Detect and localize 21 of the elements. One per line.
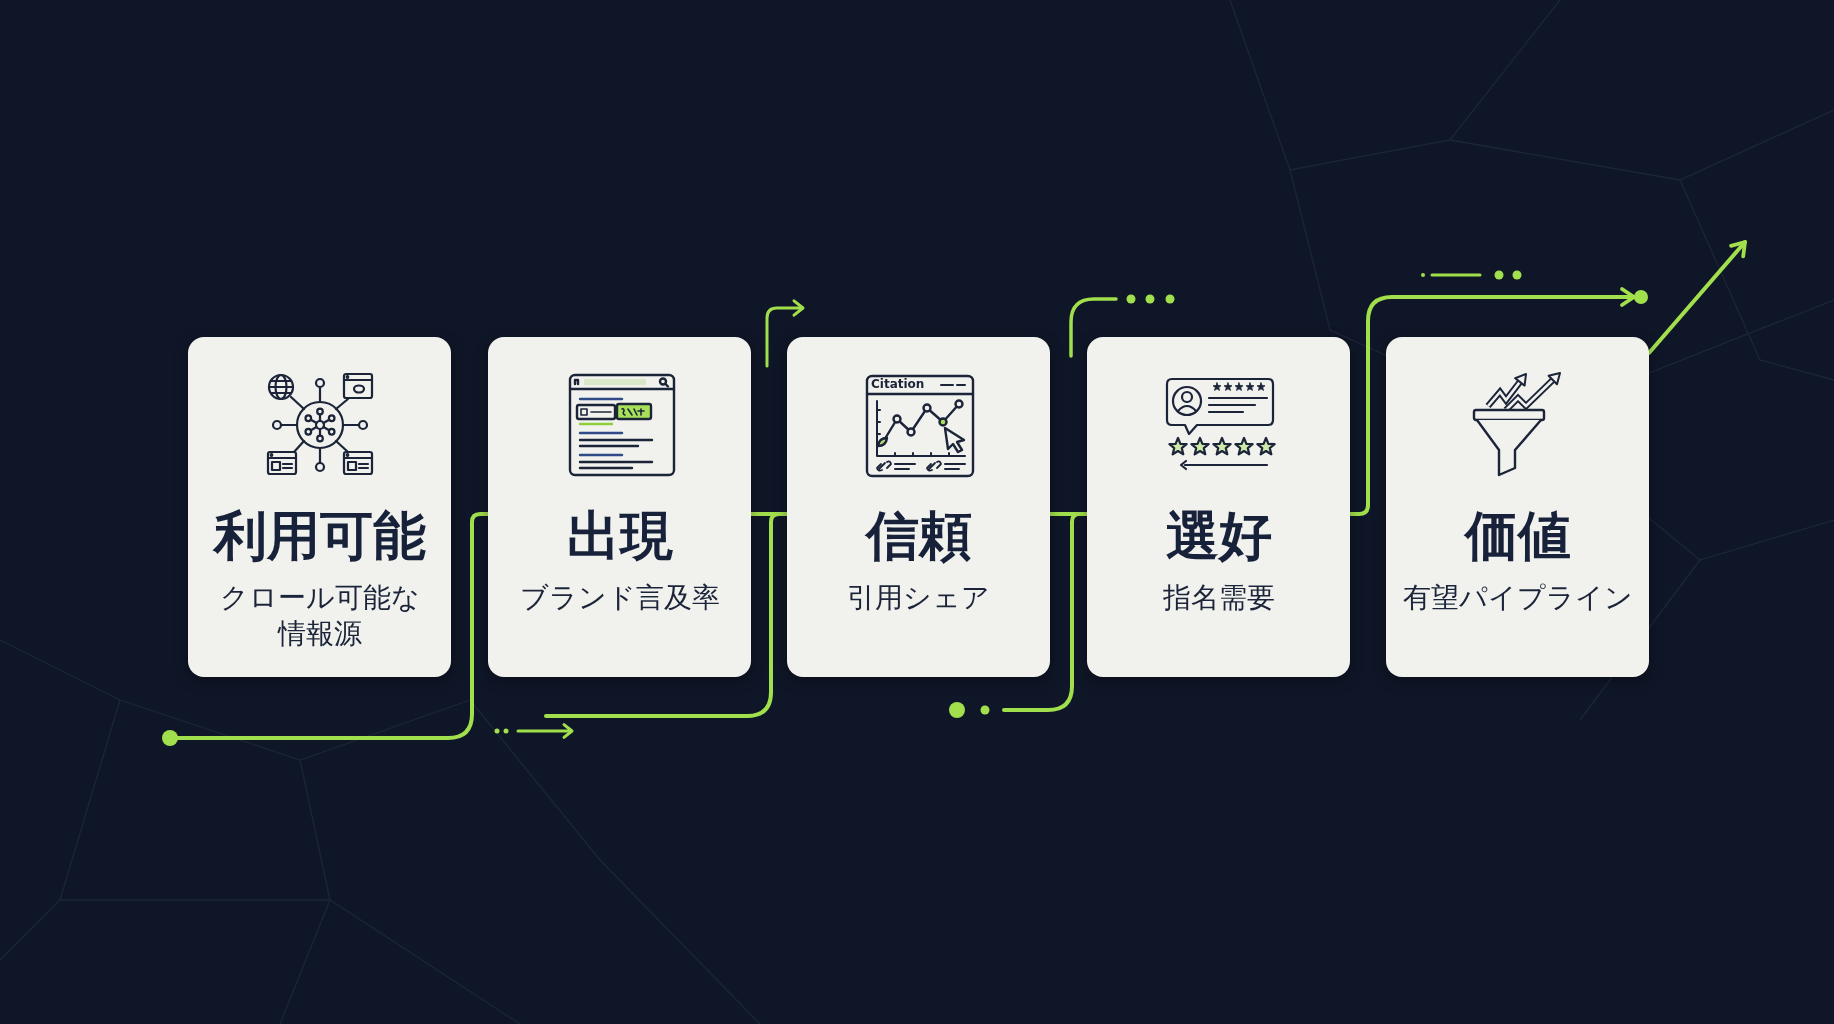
arrow	[1647, 240, 1747, 355]
connector-line	[162, 512, 490, 746]
step-metric: 有望パイプライン	[1401, 580, 1634, 616]
step-metric: クロール可能な情報源	[218, 580, 421, 652]
step-metric: 指名需要	[1161, 580, 1276, 616]
step-card	[787, 337, 1050, 677]
dot-marker	[1634, 290, 1648, 304]
window-title: Citation	[871, 377, 925, 391]
step-card	[188, 337, 451, 677]
step-title: 価値	[1464, 506, 1571, 566]
step-title: 出現	[566, 506, 673, 566]
step-card	[488, 337, 751, 677]
step-metric: 引用シェア	[846, 580, 991, 616]
step-card	[1386, 337, 1649, 677]
step-title: 利用可能	[213, 506, 426, 566]
connector-line	[1002, 512, 1089, 712]
step-metric: ブランド言及率	[518, 580, 721, 616]
step-title: 信頼	[865, 506, 972, 566]
step-card	[1087, 337, 1350, 677]
arrow	[1348, 287, 1636, 516]
step-title: 選好	[1165, 506, 1272, 566]
